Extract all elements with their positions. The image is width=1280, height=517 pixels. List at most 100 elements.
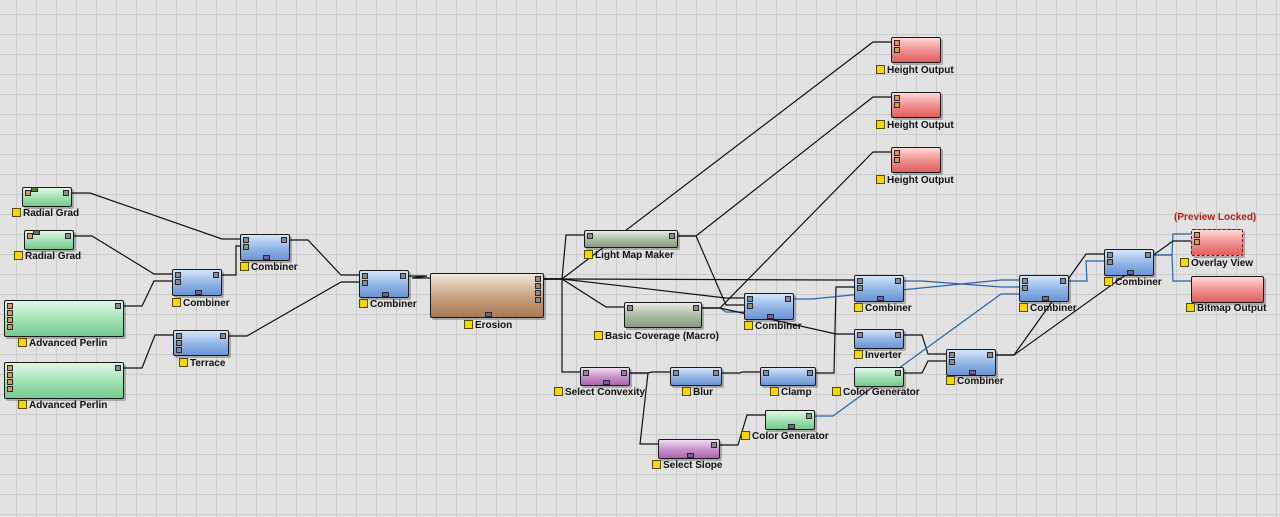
output-port[interactable] [669, 233, 675, 239]
node-comb_d[interactable] [744, 293, 794, 320]
node-perlin2[interactable] [4, 362, 124, 399]
input-port[interactable] [747, 296, 753, 302]
node-radial1[interactable] [22, 187, 72, 207]
connection-wire[interactable] [1154, 233, 1191, 256]
output-port[interactable] [713, 370, 719, 376]
node-comb_f[interactable] [946, 349, 996, 376]
connection-wire[interactable] [794, 279, 1019, 300]
input-port[interactable] [176, 333, 182, 339]
node-comb_g[interactable] [1019, 275, 1069, 302]
param-port[interactable] [263, 255, 270, 260]
input-port[interactable] [763, 370, 769, 376]
node-height1[interactable] [891, 37, 941, 63]
param-port[interactable] [687, 453, 694, 458]
output-port[interactable] [220, 333, 226, 339]
output-port[interactable] [281, 237, 287, 243]
output-port[interactable] [895, 370, 901, 376]
param-port[interactable] [485, 312, 492, 317]
input-port[interactable] [1022, 278, 1028, 284]
input-port[interactable] [176, 347, 182, 353]
input-port[interactable] [362, 273, 368, 279]
connection-wire[interactable] [544, 278, 624, 308]
node-lightmap[interactable] [584, 230, 678, 248]
connection-wire[interactable] [720, 414, 765, 446]
input-port[interactable] [894, 150, 900, 156]
input-port[interactable] [949, 352, 955, 358]
input-port[interactable] [857, 278, 863, 284]
input-port[interactable] [7, 310, 13, 316]
connection-wire[interactable] [290, 239, 359, 276]
input-port[interactable] [7, 386, 13, 392]
connection-wire[interactable] [124, 280, 172, 307]
output-port[interactable] [65, 233, 71, 239]
input-port[interactable] [894, 95, 900, 101]
node-terrace[interactable] [173, 330, 229, 356]
input-port[interactable] [1022, 285, 1028, 291]
node-comb_b[interactable] [240, 234, 290, 261]
connection-wire[interactable] [124, 334, 173, 369]
input-port[interactable] [1194, 239, 1200, 245]
input-port[interactable] [627, 305, 633, 311]
input-port[interactable] [1194, 232, 1200, 238]
output-port[interactable] [213, 272, 219, 278]
connection-wire[interactable] [904, 334, 946, 355]
input-port[interactable] [1107, 259, 1113, 265]
node-radial2[interactable] [24, 230, 74, 250]
param-port[interactable] [603, 380, 610, 385]
node-comb_h[interactable] [1104, 249, 1154, 276]
node-colorgen2[interactable] [765, 410, 815, 430]
connection-wire[interactable] [544, 234, 584, 280]
connection-wire[interactable] [722, 371, 760, 374]
input-port[interactable] [7, 379, 13, 385]
node-comb_a[interactable] [172, 269, 222, 296]
node-colorgen1[interactable] [854, 367, 904, 387]
node-height3[interactable] [891, 147, 941, 173]
input-port[interactable] [27, 233, 33, 239]
param-port[interactable] [969, 370, 976, 375]
input-port[interactable] [7, 317, 13, 323]
connection-wire[interactable] [1154, 254, 1191, 282]
input-port[interactable] [175, 279, 181, 285]
input-port[interactable] [587, 233, 593, 239]
connection-wire[interactable] [996, 240, 1191, 356]
param-port[interactable] [382, 292, 389, 297]
input-port[interactable] [7, 324, 13, 330]
output-port[interactable] [785, 296, 791, 302]
output-port[interactable] [1060, 278, 1066, 284]
output-port[interactable] [535, 276, 541, 282]
param-port[interactable] [767, 314, 774, 319]
input-port[interactable] [894, 47, 900, 53]
input-port[interactable] [362, 280, 368, 286]
input-port[interactable] [7, 365, 13, 371]
connection-wire[interactable] [544, 278, 854, 281]
connection-wire[interactable] [678, 235, 744, 306]
node-comb_e[interactable] [854, 275, 904, 302]
output-port[interactable] [400, 273, 406, 279]
param-port[interactable] [33, 230, 40, 235]
output-port[interactable] [535, 283, 541, 289]
param-port[interactable] [1127, 270, 1134, 275]
node-overlay[interactable] [1191, 229, 1243, 256]
output-port[interactable] [806, 413, 812, 419]
input-port[interactable] [583, 370, 589, 376]
input-port[interactable] [673, 370, 679, 376]
node-slope[interactable] [658, 439, 720, 459]
input-port[interactable] [894, 40, 900, 46]
node-height2[interactable] [891, 92, 941, 118]
connection-wire[interactable] [1069, 260, 1104, 282]
node-perlin1[interactable] [4, 300, 124, 337]
output-port[interactable] [535, 290, 541, 296]
input-port[interactable] [747, 303, 753, 309]
connection-wire[interactable] [630, 372, 658, 445]
input-port[interactable] [175, 272, 181, 278]
output-port[interactable] [535, 297, 541, 303]
output-port[interactable] [987, 352, 993, 358]
connection-wire[interactable] [229, 281, 359, 337]
node-erosion[interactable] [430, 273, 544, 318]
input-port[interactable] [1107, 252, 1113, 258]
param-port[interactable] [31, 187, 38, 192]
input-port[interactable] [7, 303, 13, 309]
output-port[interactable] [895, 278, 901, 284]
output-port[interactable] [693, 305, 699, 311]
